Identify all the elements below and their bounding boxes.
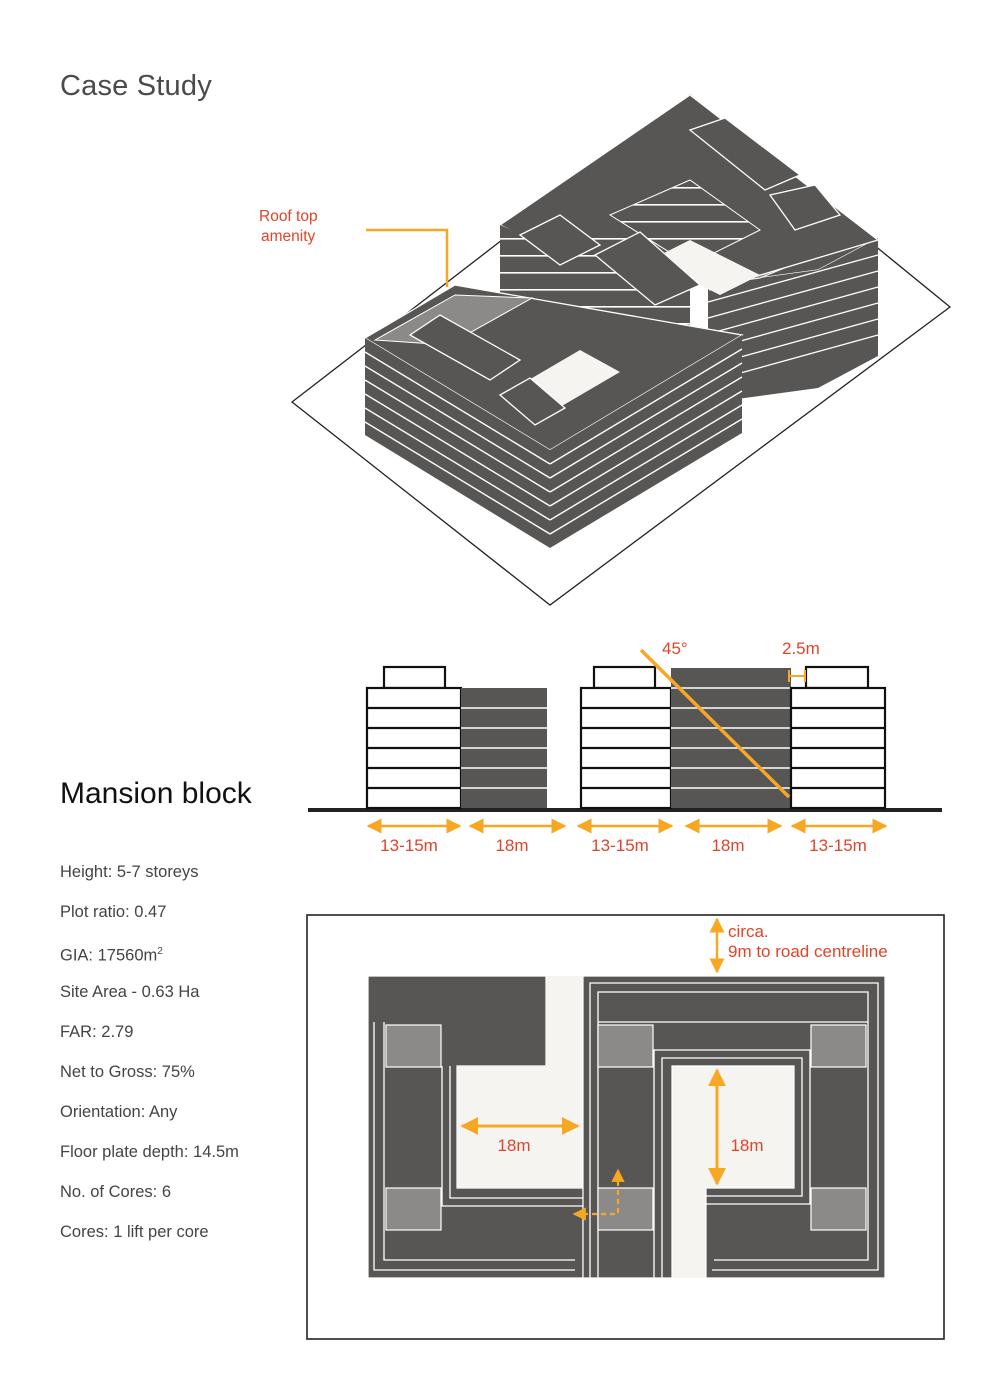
spec-far: FAR: 2.79 [60,1023,134,1041]
courtyard-right [672,1066,794,1188]
typology-title: Mansion block [60,777,252,810]
page-title: Case Study [60,70,212,102]
passage-left [546,976,583,1066]
dim-label-3: 13-15m [591,836,649,855]
amenity-leader-line [366,228,449,287]
passage-right [672,1188,706,1278]
axo-block-front [363,284,744,548]
section-block-dark-1 [461,688,547,808]
dim-label-5: 13-15m [809,836,867,855]
section-view: 45° 2.5m 13-15m 18m 13-15m 18m 13-15m [308,639,942,855]
road-note-line2: 9m to road centreline [728,942,888,961]
amenity-label-line1: Roof top [259,208,318,225]
road-note-line1: circa. [728,922,769,941]
section-block-right [789,665,887,810]
section-block-middle [579,665,673,810]
axonometric-view: Roof top amenity [259,94,952,606]
dim-label-2: 18m [495,836,528,855]
spec-floor-plate-depth: Floor plate depth: 14.5m [60,1143,239,1161]
dim-label-1: 13-15m [380,836,438,855]
plan-view: 18m 18m circa. 9m to road centreline [306,914,945,1340]
specs-list: Height: 5-7 storeys Plot ratio: 0.47 GIA… [60,860,239,1260]
spec-orientation: Orientation: Any [60,1103,178,1121]
plan-block-left [367,975,584,1279]
angle-45-line [639,648,791,799]
spec-cores-lifts: Cores: 1 lift per core [60,1223,209,1241]
spec-height: Height: 5-7 storeys [60,863,199,881]
angle-label: 45° [662,639,688,658]
amenity-label-line2: amenity [261,228,316,245]
access-dashed-arrow [572,1168,625,1221]
section-block-left [365,665,463,810]
dim-label-4: 18m [711,836,744,855]
courtyard-right-label: 18m [730,1136,763,1155]
setback-marker [788,670,806,682]
spec-gia: GIA: 17560m2 [60,946,163,965]
spec-net-to-gross: Net to Gross: 75% [60,1063,195,1081]
spec-cores-count: No. of Cores: 6 [60,1183,171,1201]
spec-plot-ratio: Plot ratio: 0.47 [60,903,167,921]
spec-site-area: Site Area - 0.63 Ha [60,983,200,1001]
setback-label: 2.5m [782,639,820,658]
courtyard-left-label: 18m [497,1136,530,1155]
